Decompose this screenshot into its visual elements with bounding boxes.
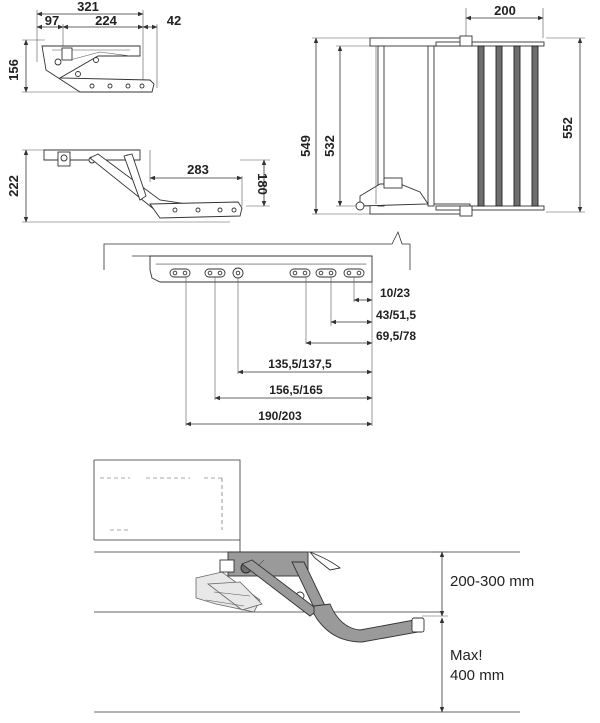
dim-549: 549 — [298, 135, 313, 157]
dim-321: 321 — [77, 0, 99, 14]
max-value: 400 mm — [450, 667, 504, 684]
hole-dim-0: 10/23 — [380, 286, 410, 300]
dim-180: 180 — [255, 173, 270, 195]
hole-dim-5: 190/203 — [258, 409, 302, 423]
dim-156: 156 — [6, 59, 21, 81]
hole-dim-2: 69,5/78 — [376, 329, 416, 343]
dim-222: 222 — [6, 175, 21, 197]
bracket-holes — [169, 267, 365, 279]
bracket-detail: 10/23 43/51,5 69,5/78 135,5/137,5 156,5/… — [103, 230, 416, 427]
hole-dim-3: 135,5/137,5 — [268, 357, 332, 371]
dim-283: 283 — [187, 162, 209, 177]
dim-532: 532 — [322, 135, 337, 157]
top-left-view: 321 97 224 42 156 — [6, 0, 181, 93]
dim-42: 42 — [167, 13, 181, 28]
hole-dim-1: 43/51,5 — [376, 308, 416, 322]
dim-200: 200 — [494, 3, 516, 18]
dim-224: 224 — [95, 13, 117, 28]
mount-height-label: 200-300 mm — [450, 573, 534, 590]
install-view: 200-300 mm Max! 400 mm — [93, 459, 534, 713]
top-right-view: 200 549 532 552 — [298, 3, 585, 217]
dim-97: 97 — [45, 13, 59, 28]
dim-552: 552 — [560, 117, 575, 139]
mid-left-view: 222 283 180 — [6, 149, 270, 223]
max-label: Max! — [450, 647, 483, 664]
hole-dim-4: 156,5/165 — [269, 383, 323, 397]
